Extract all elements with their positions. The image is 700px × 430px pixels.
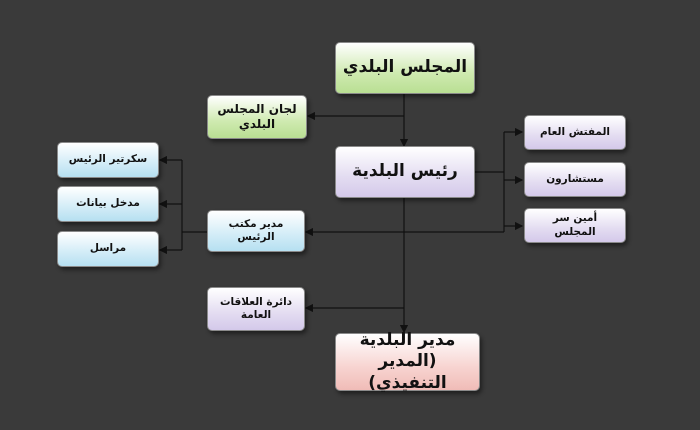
advisors-box: مستشارون [524,162,626,197]
data-entry-box: مدخل بيانات [57,186,159,222]
public-relations-box: دائرة العلاقات العامة [207,287,305,331]
general-inspector-box: المفتش العام [524,115,626,150]
courier-box: مراسل [57,231,159,267]
council-committees-box: لجان المجلس البلدي [207,95,307,139]
office-manager-box: مدير مكتب الرئيس [207,210,305,252]
executive-director-box: مدير البلدية (المدير التنفيذي) [335,330,480,393]
municipal-council-box: المجلس البلدي [335,42,475,94]
council-secretary-box: أمين سر المجلس [524,208,626,243]
mayor-box: رئيس البلدية [335,146,475,198]
mayor-secretary-box: سكرتير الرئيس [57,142,159,178]
